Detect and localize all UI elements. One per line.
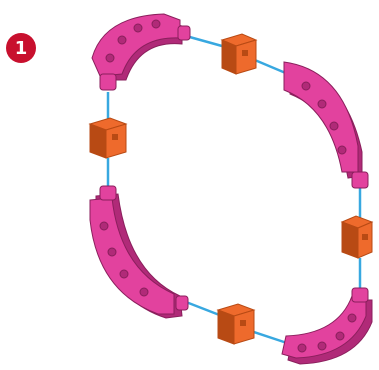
- connector-block-left: [88, 117, 128, 159]
- arc-peg: [177, 25, 191, 41]
- arc-piece-bottom-left: [89, 185, 189, 319]
- axle-link-top-left: [185, 34, 223, 48]
- arc-piece-top-left: [91, 13, 191, 91]
- arc-piece-top-right: [283, 61, 369, 189]
- hole: [337, 145, 347, 155]
- hole: [105, 53, 115, 63]
- hole: [151, 19, 161, 29]
- hole: [99, 221, 109, 231]
- connector-block-right: [340, 215, 374, 259]
- hole: [107, 247, 117, 257]
- hole: [317, 341, 327, 351]
- arc-piece-bottom-right: [281, 287, 373, 365]
- connector-block-top: [220, 33, 258, 75]
- hole: [301, 81, 311, 91]
- hole: [133, 23, 143, 33]
- hole: [335, 331, 345, 341]
- arc-peg: [99, 185, 117, 201]
- hole: [119, 269, 129, 279]
- hole: [329, 121, 339, 131]
- arc-peg: [351, 171, 369, 189]
- arc-peg: [175, 295, 189, 311]
- connector-block-bottom: [216, 303, 256, 345]
- axle-links: [106, 34, 362, 346]
- axle-link-bottom-left: [185, 300, 223, 318]
- axle-link-bottom-right: [253, 330, 291, 346]
- hole: [117, 35, 127, 45]
- hole: [347, 313, 357, 323]
- arc-peg: [351, 287, 369, 303]
- hole: [317, 99, 327, 109]
- arc-peg: [99, 73, 117, 91]
- hole: [139, 287, 149, 297]
- step-number-badge: 1: [6, 33, 36, 63]
- hole: [297, 343, 307, 353]
